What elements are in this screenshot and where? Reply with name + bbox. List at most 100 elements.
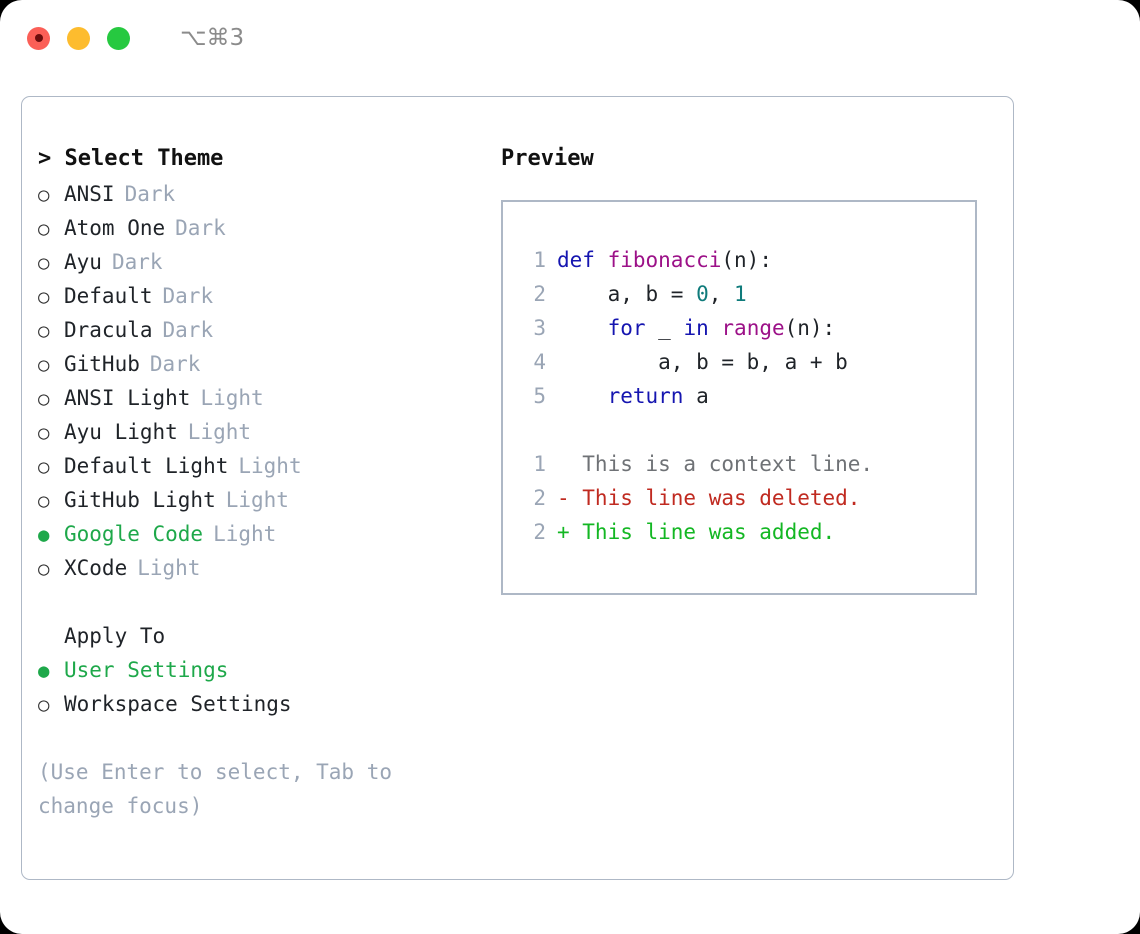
theme-kind-badge: Dark — [175, 216, 226, 240]
diff-line: 2 + This line was added. — [516, 515, 969, 549]
code-line: 5 return a — [516, 379, 969, 413]
theme-option-label: GitHub — [64, 352, 140, 376]
line-number: 1 — [533, 452, 546, 476]
code-token: (n): — [784, 316, 836, 340]
line-number: 4 — [533, 350, 546, 374]
minimize-window-button[interactable] — [67, 26, 90, 50]
apply-to-option-workspace-settings[interactable]: ○ Workspace Settings — [38, 687, 498, 721]
code-token: (n): — [721, 248, 772, 272]
theme-option-ayu[interactable]: ○ Ayu Dark — [38, 245, 498, 279]
code-line-text: a, b = b, a + b — [557, 345, 848, 379]
theme-option-label: Ayu — [64, 250, 102, 274]
theme-option-github[interactable]: ○ GitHub Dark — [38, 347, 498, 381]
line-number: 3 — [533, 316, 546, 340]
code-token: 1 — [734, 282, 747, 306]
code-line: 4 a, b = b, a + b — [516, 345, 969, 379]
preview-header: Preview — [501, 146, 594, 171]
theme-option-ansi[interactable]: ○ ANSI Dark — [38, 177, 498, 211]
radio-unselected-icon[interactable]: ○ — [38, 388, 50, 410]
theme-kind-badge: Dark — [162, 284, 214, 308]
radio-unselected-icon[interactable]: ○ — [38, 184, 50, 206]
radio-unselected-icon[interactable]: ○ — [38, 218, 50, 240]
diff-line-text: + This line was added. — [557, 520, 836, 544]
theme-option-label: XCode — [64, 556, 128, 580]
diff-sample-lines: 1 This is a context line.2- This line wa… — [516, 447, 969, 549]
radio-unselected-icon[interactable]: ○ — [38, 422, 50, 444]
radio-unselected-icon[interactable]: ○ — [38, 320, 50, 342]
keyboard-hint-text: (Use Enter to select, Tab to change focu… — [38, 760, 393, 818]
line-number: 1 — [533, 248, 546, 272]
theme-option-atom-one[interactable]: ○ Atom One Dark — [38, 211, 498, 245]
keyboard-shortcut-label: ⌥⌘3 — [180, 25, 245, 51]
radio-unselected-icon[interactable]: ○ — [38, 286, 50, 308]
line-number: 5 — [533, 384, 546, 408]
code-token: , — [708, 282, 735, 306]
code-token: in — [683, 316, 709, 340]
theme-option-label: ANSI Light — [64, 386, 191, 410]
apply-to-option-label: User Settings — [64, 658, 229, 682]
theme-option-xcode[interactable]: ○ XCode Light — [38, 551, 498, 585]
radio-unselected-icon[interactable]: ○ — [38, 456, 50, 478]
line-number: 2 — [533, 486, 546, 510]
code-token: for — [607, 316, 646, 340]
line-number: 2 — [533, 520, 546, 544]
radio-unselected-icon[interactable]: ○ — [38, 252, 50, 274]
code-line: 3 for _ in range(n): — [516, 311, 969, 345]
code-token — [557, 316, 608, 340]
theme-option-label: Dracula — [64, 318, 153, 342]
code-token: a, b = b, a + b — [557, 350, 848, 374]
code-token: a — [683, 384, 709, 408]
radio-unselected-icon[interactable]: ○ — [38, 354, 50, 376]
code-token: fibonacci — [607, 248, 722, 272]
code-token: def — [557, 248, 595, 272]
maximize-window-button[interactable] — [107, 26, 130, 50]
select-theme-header: > Select Theme — [38, 146, 224, 171]
apply-to-option-label: Workspace Settings — [64, 692, 292, 716]
diff-line: 1 This is a context line. — [516, 447, 969, 481]
theme-kind-badge: Dark — [111, 250, 163, 274]
theme-option-label: ANSI — [64, 182, 115, 206]
theme-option-ayu-light[interactable]: ○ Ayu Light Light — [38, 415, 498, 449]
theme-kind-badge: Dark — [124, 182, 176, 206]
theme-kind-badge: Light — [187, 420, 252, 444]
theme-option-label: GitHub Light — [64, 488, 216, 512]
code-line-text: return a — [557, 379, 709, 413]
code-line-text: def fibonacci(n): — [557, 243, 772, 277]
code-token: a, b = — [557, 282, 697, 306]
code-token: return — [607, 384, 684, 408]
radio-selected-icon[interactable]: ● — [38, 660, 50, 682]
line-number: 2 — [533, 282, 546, 306]
radio-unselected-icon[interactable]: ○ — [38, 694, 50, 716]
radio-unselected-icon[interactable]: ○ — [38, 490, 50, 512]
theme-kind-badge: Dark — [149, 352, 201, 376]
code-token: 0 — [696, 282, 709, 306]
code-line-text: for _ in range(n): — [557, 311, 836, 345]
theme-option-label: Default Light — [64, 454, 229, 478]
theme-option-label: Ayu Light — [64, 420, 178, 444]
theme-kind-badge: Light — [213, 522, 277, 546]
code-line: 1 def fibonacci(n): — [516, 243, 969, 277]
code-diff-spacer — [516, 413, 969, 447]
radio-unselected-icon[interactable]: ○ — [38, 558, 50, 580]
theme-option-label: Atom One — [64, 216, 166, 240]
radio-selected-icon[interactable]: ● — [38, 524, 50, 546]
apply-to-list[interactable]: ● User Settings ○ Workspace Settings — [38, 653, 498, 721]
close-window-button[interactable] — [27, 26, 50, 50]
apply-to-option-user-settings[interactable]: ● User Settings — [38, 653, 498, 687]
diff-line-text: This is a context line. — [557, 452, 874, 476]
theme-kind-badge: Light — [137, 556, 201, 580]
